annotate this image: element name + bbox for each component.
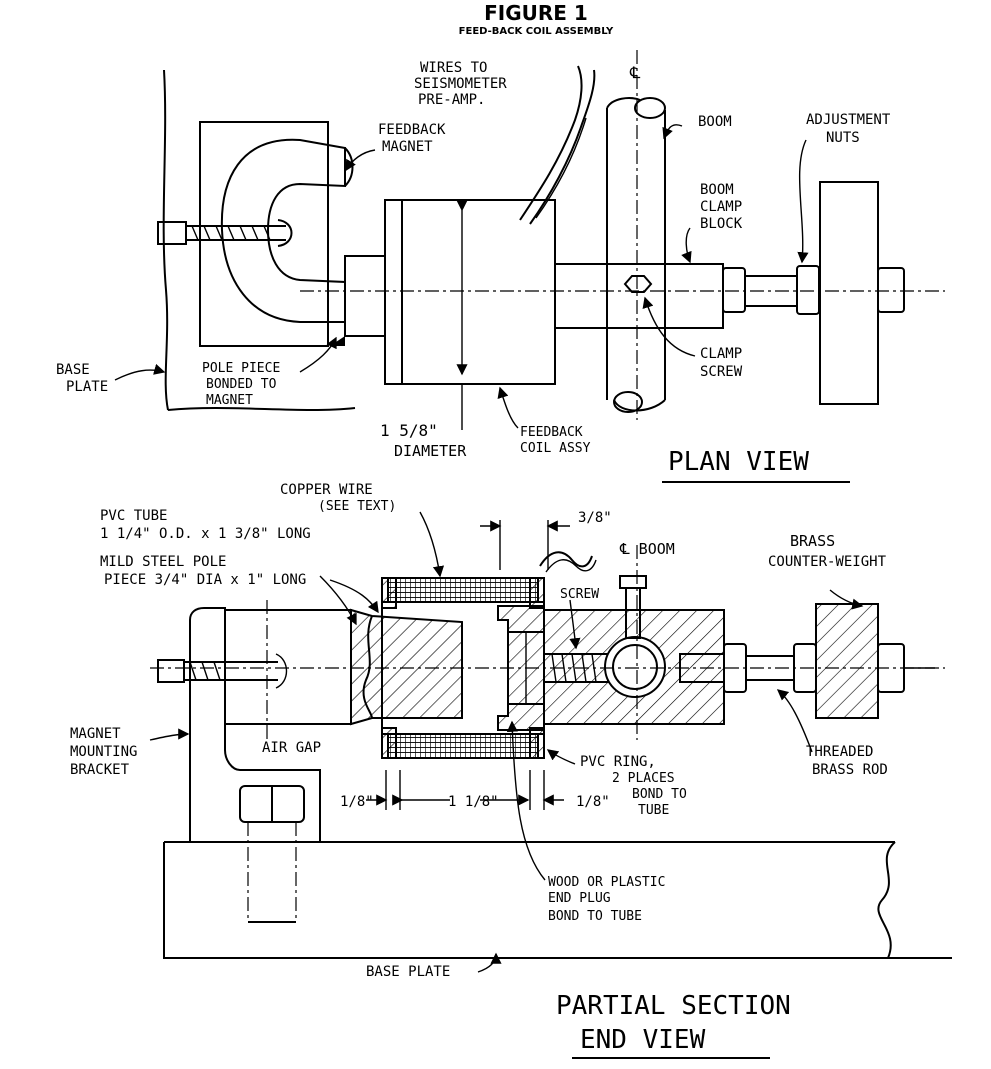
- label-bracket-2: MOUNTING: [70, 744, 137, 760]
- label-diameter-value: 1 5/8": [380, 421, 438, 440]
- label-threaded-2: BRASS ROD: [812, 762, 888, 778]
- label-clamp-block-1: BOOM: [700, 182, 734, 198]
- label-clamp-screw-2: SCREW: [700, 364, 743, 380]
- label-wires-2: SEISMOMETER: [414, 76, 507, 92]
- end-view-title-2: END VIEW: [580, 1025, 706, 1055]
- brass-counterweight: [815, 603, 879, 719]
- label-pvc-ring-1: PVC RING,: [580, 754, 656, 770]
- wire-bundle-2: [529, 69, 596, 225]
- feedback-magnet: [220, 138, 346, 323]
- wire-bundle-1: [519, 65, 583, 221]
- label-copper-2: (SEE TEXT): [318, 499, 396, 514]
- bolt-head: [157, 221, 187, 245]
- label-pvc-ring-3: BOND TO: [632, 787, 687, 802]
- label-screw: SCREW: [560, 587, 599, 602]
- label-pole-piece-1: POLE PIECE: [202, 361, 280, 376]
- label-dim-left: 1/8": [340, 794, 374, 810]
- centerline-symbol: ℄: [629, 63, 641, 82]
- label-cl-boom: ℄ BOOM: [619, 540, 675, 558]
- copper-winding-bottom: [387, 733, 539, 759]
- label-threaded-1: THREADED: [806, 744, 873, 760]
- copper-winding-top: [387, 577, 539, 603]
- magnet-body: [224, 609, 352, 725]
- pole-piece: [344, 255, 386, 337]
- label-dim-mid: 1 1/8": [448, 794, 499, 810]
- label-adjustment-1: ADJUSTMENT: [806, 112, 891, 128]
- label-bracket-1: MAGNET: [70, 726, 121, 742]
- label-plug-2: END PLUG: [548, 891, 611, 906]
- label-base-plate-2: PLATE: [66, 379, 108, 395]
- label-feedback-magnet-2: MAGNET: [382, 139, 433, 155]
- figure-title: FIGURE 1: [484, 1, 588, 25]
- base-plate-bottom: [167, 407, 356, 411]
- label-dim-right: 1/8": [576, 794, 610, 810]
- label-wires-1: WIRES TO: [420, 60, 487, 76]
- label-pole-piece-3: MAGNET: [206, 393, 253, 408]
- magnet-block: [199, 121, 329, 347]
- label-pvc-ring-4: TUBE: [638, 803, 669, 818]
- label-clamp-screw-1: CLAMP: [700, 346, 742, 362]
- nut-3: [877, 267, 905, 313]
- pvc-ring-right-top: [529, 577, 545, 609]
- figure-subtitle: FEED-BACK COIL ASSEMBLY: [459, 26, 614, 37]
- label-pvc-ring-2: 2 PLACES: [612, 771, 675, 786]
- label-brass-1: BRASS: [790, 532, 835, 550]
- coil-lead-wires: [539, 551, 593, 568]
- label-clamp-block-2: CLAMP: [700, 199, 742, 215]
- label-clamp-block-3: BLOCK: [700, 216, 743, 232]
- end-view: COPPER WIRE (SEE TEXT) PVC TUBE 1 1/4" O…: [70, 482, 952, 1059]
- end-view-title-1: PARTIAL SECTION: [556, 991, 791, 1021]
- counterweight-plan: [819, 181, 879, 405]
- label-pole-piece-2: BONDED TO: [206, 377, 277, 392]
- label-feedback-magnet-1: FEEDBACK: [378, 122, 446, 138]
- label-copper-1: COPPER WIRE: [280, 482, 373, 498]
- base-plate-edge: [162, 69, 169, 411]
- pvc-ring-left-top: [381, 577, 397, 609]
- label-adjustment-2: NUTS: [826, 130, 860, 146]
- nut-1: [722, 267, 746, 313]
- clamp-screw-hex: [623, 275, 653, 293]
- label-diameter: DIAMETER: [394, 442, 467, 460]
- label-coil-assy-1: FEEDBACK: [520, 425, 583, 440]
- plan-view-title: PLAN VIEW: [668, 447, 809, 477]
- label-pole-1: MILD STEEL POLE: [100, 554, 226, 570]
- label-pvc-tube-1: PVC TUBE: [100, 508, 167, 524]
- label-base-plate-1: BASE: [56, 362, 90, 378]
- label-pole-2: PIECE 3/4" DIA x 1" LONG: [104, 572, 306, 588]
- label-plug-3: BOND TO TUBE: [548, 909, 642, 924]
- label-bracket-3: BRACKET: [70, 762, 130, 778]
- label-base-plate: BASE PLATE: [366, 964, 450, 980]
- label-boom: BOOM: [698, 114, 732, 130]
- plan-view: ℄ WIRES TO SEISMOMETER PRE-AMP. FEEDBACK…: [56, 50, 945, 483]
- nut-2: [796, 265, 820, 315]
- label-brass-2: COUNTER-WEIGHT: [768, 554, 887, 570]
- label-pvc-tube-2: 1 1/4" O.D. x 1 3/8" LONG: [100, 526, 311, 542]
- label-wires-3: PRE-AMP.: [418, 92, 485, 108]
- label-coil-assy-2: COIL ASSY: [520, 441, 591, 456]
- boom-clamp-block: [554, 263, 724, 329]
- label-air-gap: AIR GAP: [262, 740, 321, 756]
- label-plug-1: WOOD OR PLASTIC: [548, 875, 665, 890]
- feedback-coil: [384, 199, 556, 385]
- end-nut-1: [723, 643, 747, 693]
- label-three-eighths: 3/8": [578, 510, 612, 526]
